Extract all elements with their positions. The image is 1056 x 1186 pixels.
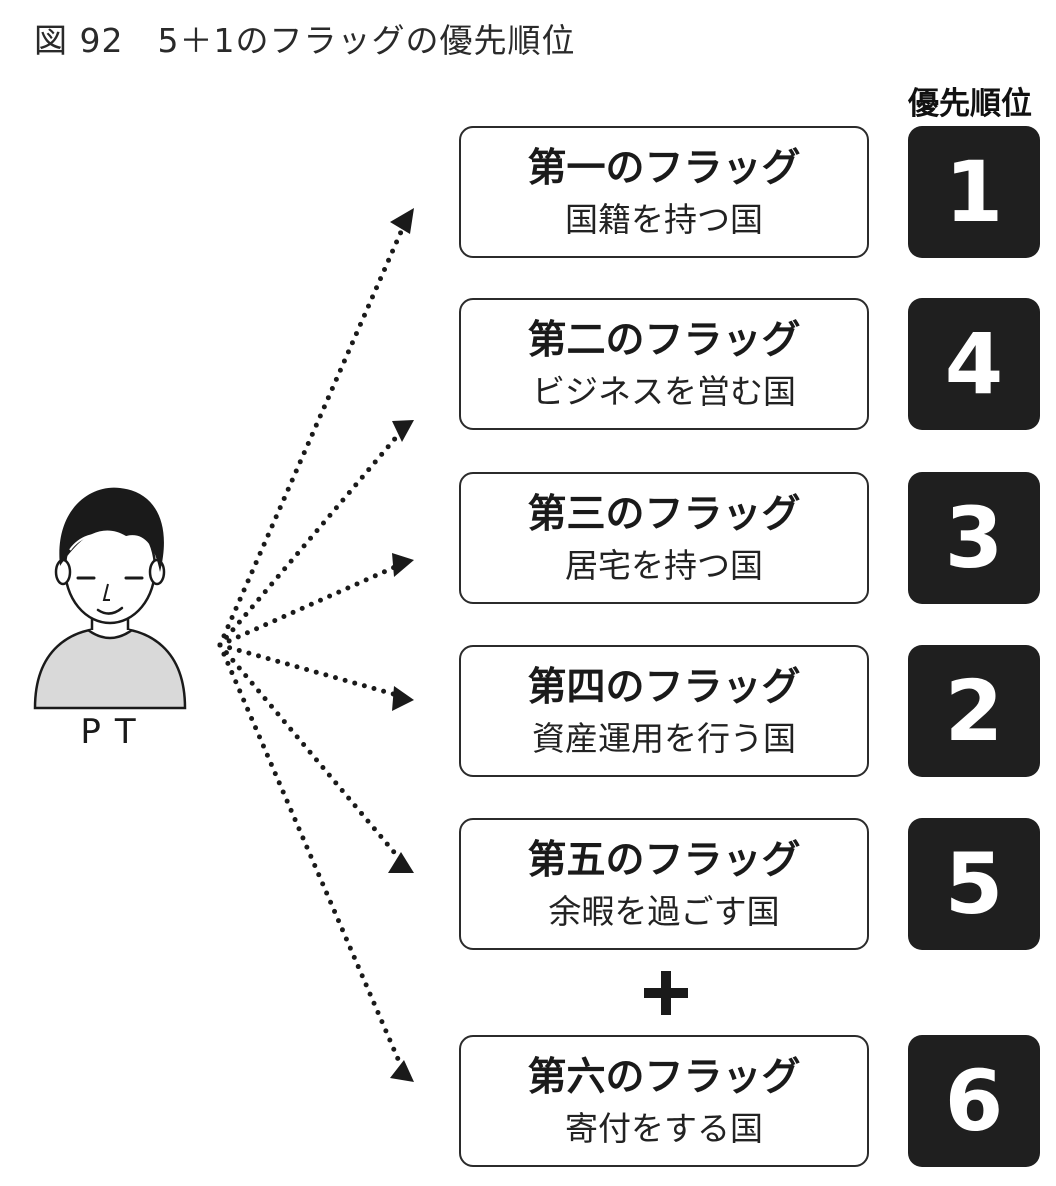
arrow-flag-3	[217, 560, 407, 648]
flag-box-2: 第二のフラッグ ビジネスを営む国	[459, 298, 869, 430]
flag-description: ビジネスを営む国	[532, 372, 796, 411]
arrow-flag-1	[217, 222, 407, 648]
flag-box-1: 第一のフラッグ 国籍を持つ国	[459, 126, 869, 258]
flag-box-5: 第五のフラッグ 余暇を過ごす国	[459, 818, 869, 950]
arrowhead-2	[392, 420, 414, 442]
arrowhead-4	[392, 686, 414, 711]
flag-box-6: 第六のフラッグ 寄付をする国	[459, 1035, 869, 1167]
flag-description: 居宅を持つ国	[565, 546, 763, 585]
flag-name: 第六のフラッグ	[527, 1055, 801, 1100]
arrowhead-1	[390, 208, 414, 234]
priority-badge-2: 4	[908, 298, 1040, 430]
priority-badge-3: 3	[908, 472, 1040, 604]
flag-box-3: 第三のフラッグ 居宅を持つ国	[459, 472, 869, 604]
arrowhead-5	[388, 852, 414, 873]
flag-name: 第五のフラッグ	[527, 838, 801, 883]
flag-name: 第四のフラッグ	[527, 665, 801, 710]
arrow-flag-2	[217, 425, 407, 648]
flag-description: 国籍を持つ国	[565, 200, 763, 239]
priority-badge-4: 2	[908, 645, 1040, 777]
arrow-flag-6	[217, 642, 407, 1076]
flag-name: 第三のフラッグ	[527, 492, 801, 537]
flag-name: 第一のフラッグ	[527, 146, 801, 191]
person-label: PT	[80, 712, 150, 752]
arrow-flag-5	[217, 642, 407, 867]
flag-box-4: 第四のフラッグ 資産運用を行う国	[459, 645, 869, 777]
arrowhead-6	[390, 1060, 414, 1082]
person-icon	[33, 487, 187, 710]
priority-badge-5: 5	[908, 818, 1040, 950]
arrow-flag-4	[217, 642, 407, 700]
priority-badge-1: 1	[908, 126, 1040, 258]
flag-name: 第二のフラッグ	[527, 318, 801, 363]
flag-description: 寄付をする国	[565, 1109, 763, 1148]
priority-header: 優先順位	[908, 86, 1032, 122]
figure-title: 図 92 5＋1のフラッグの優先順位	[34, 21, 576, 60]
priority-badge-6: 6	[908, 1035, 1040, 1167]
flag-description: 資産運用を行う国	[532, 719, 796, 758]
plus-icon	[644, 971, 688, 1015]
arrowhead-3	[392, 553, 414, 577]
flag-description: 余暇を過ごす国	[548, 892, 780, 931]
